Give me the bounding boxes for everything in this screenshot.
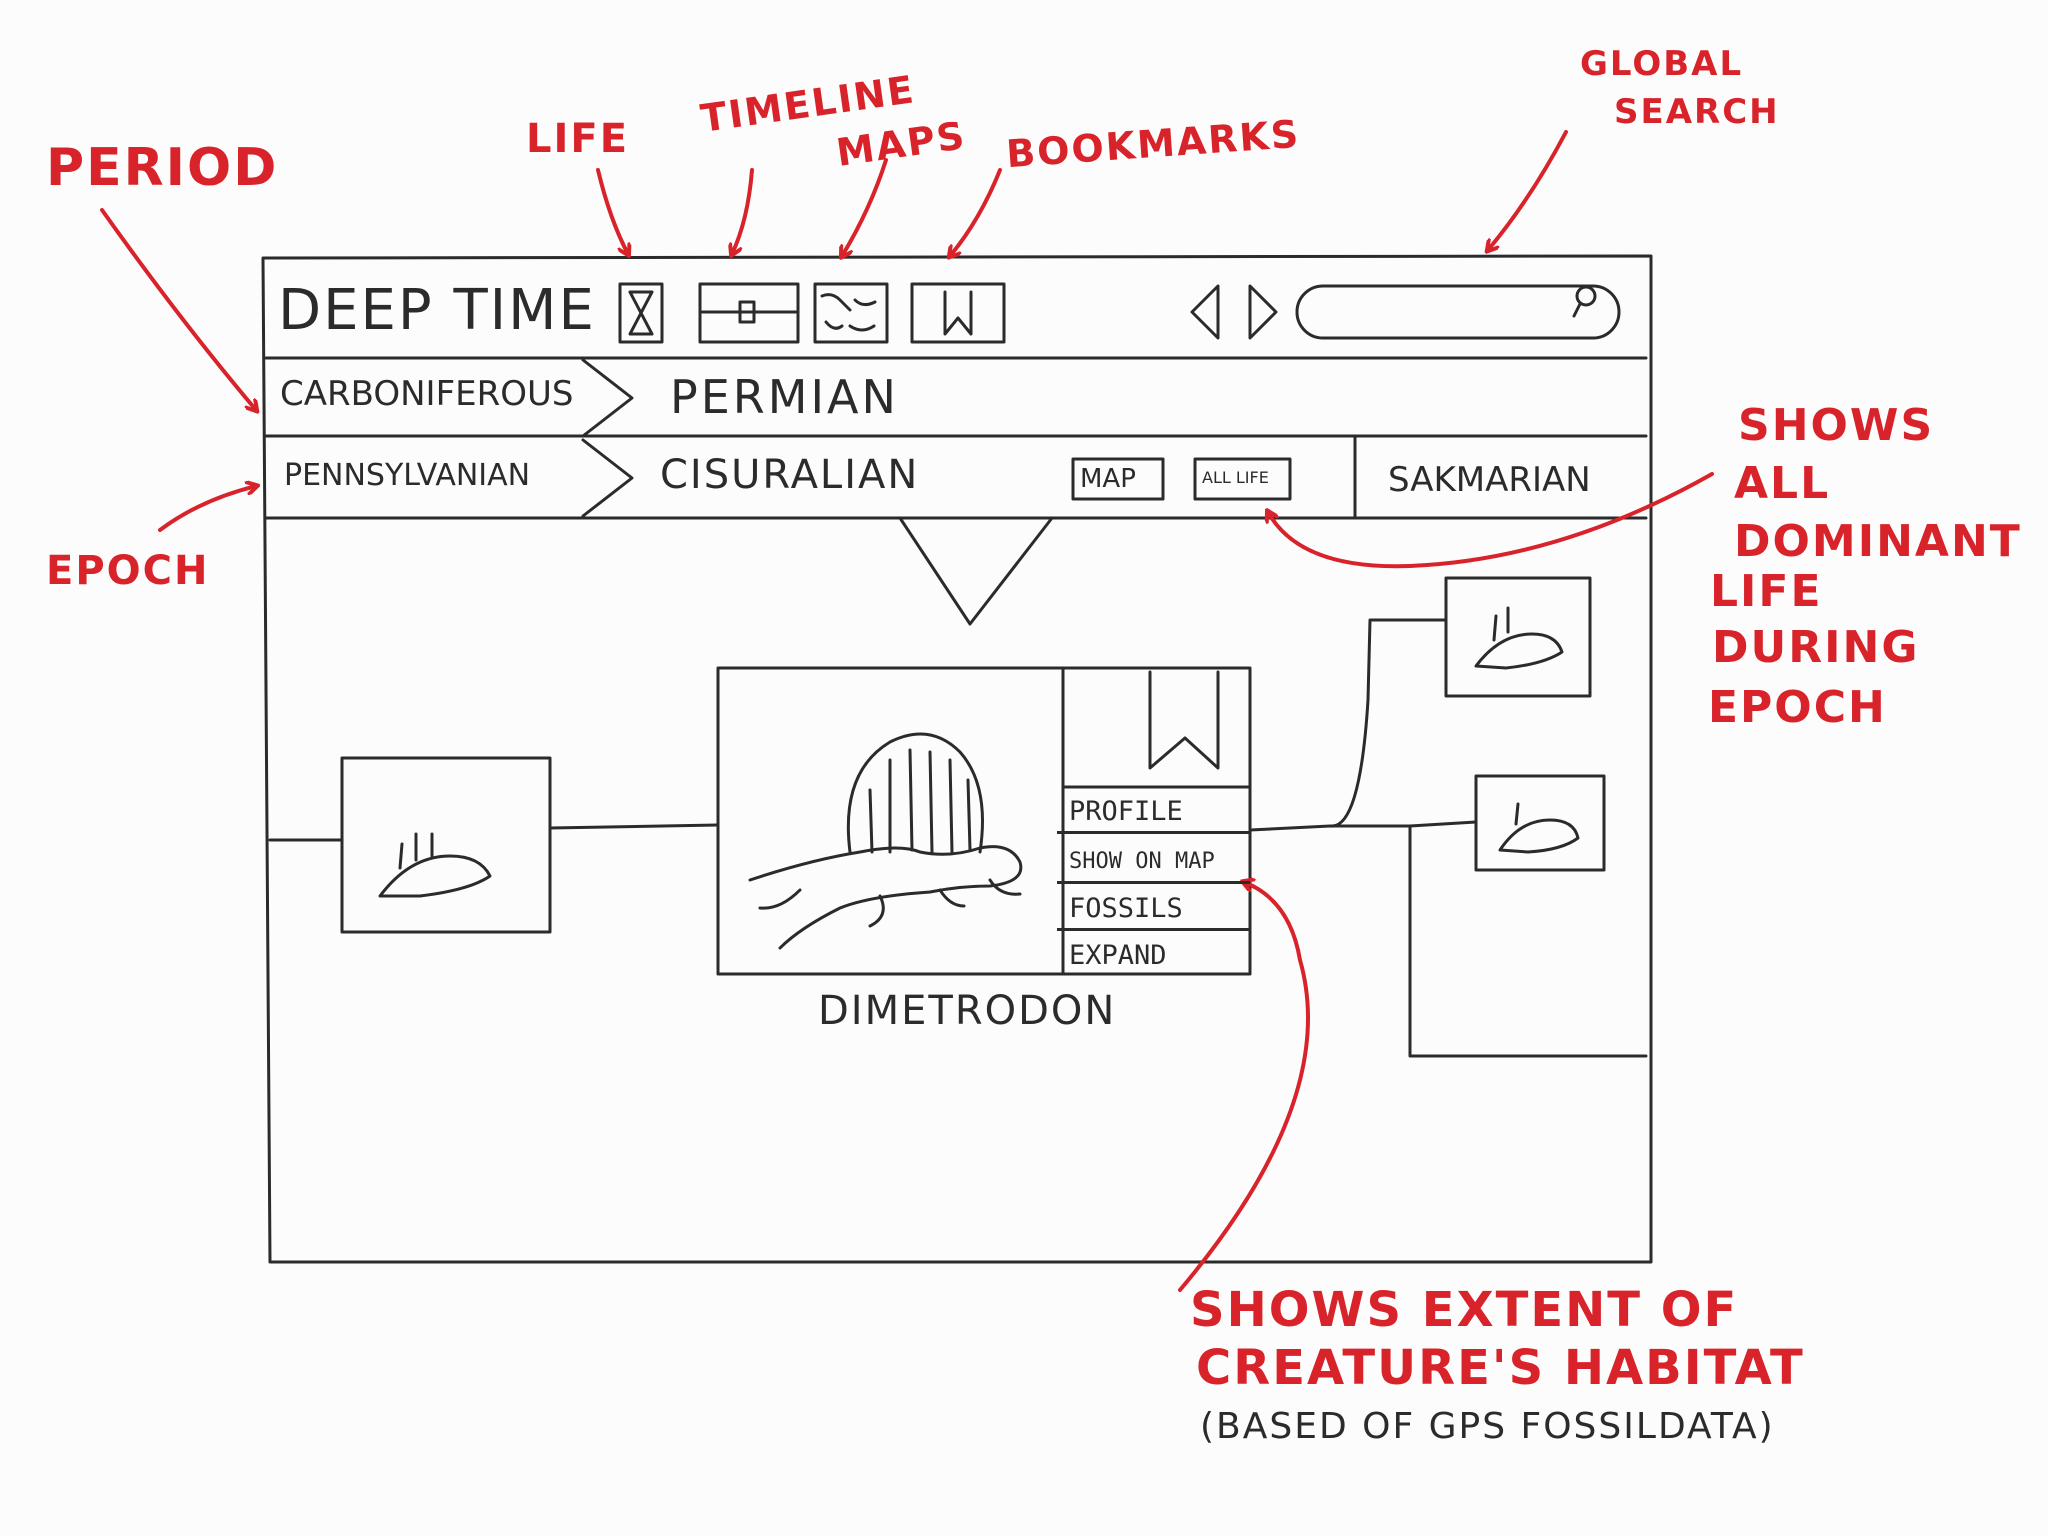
next-arrow-icon xyxy=(1248,284,1278,340)
annotation-life: LIFE xyxy=(526,116,630,162)
all-life-button[interactable]: ALL LIFE xyxy=(1202,468,1269,487)
prev-arrow-icon xyxy=(1190,284,1220,340)
annotation-all-life-2: ALL xyxy=(1734,458,1831,509)
next-creature-card-1 xyxy=(1444,576,1592,698)
maps-icon xyxy=(813,282,889,344)
creature-card xyxy=(716,666,1252,976)
annotation-all-life-4: LIFE xyxy=(1710,566,1823,617)
annotation-all-life-5: DURING xyxy=(1712,622,1920,673)
creature-name: DIMETRODON xyxy=(818,988,1117,1034)
prev-creature-card xyxy=(340,756,552,934)
annotation-all-life-3: DOMINANT xyxy=(1734,516,2022,567)
bookmark-icon xyxy=(910,282,1006,344)
fossils-menu-item[interactable]: FOSSILS xyxy=(1057,887,1250,931)
app-title: DEEP TIME xyxy=(278,278,596,343)
profile-menu-item[interactable]: PROFILE xyxy=(1057,790,1250,834)
epoch-previous[interactable]: PENNSYLVANIAN xyxy=(284,458,531,493)
expand-menu-item[interactable]: EXPAND xyxy=(1069,940,1167,971)
next-stage[interactable]: SAKMARIAN xyxy=(1388,460,1591,500)
annotation-global-search-2: SEARCH xyxy=(1614,92,1780,132)
card-bookmark-icon xyxy=(1148,670,1220,770)
annotation-all-life-1: SHOWS xyxy=(1738,400,1935,451)
life-icon xyxy=(618,282,664,344)
annotation-epoch: EPOCH xyxy=(46,548,210,594)
period-previous[interactable]: CARBONIFEROUS xyxy=(280,374,574,414)
annotation-habitat-2: CREATURE'S HABITAT xyxy=(1196,1340,1805,1396)
map-button-frame xyxy=(1071,457,1165,501)
annotation-all-life-6: EPOCH xyxy=(1708,682,1887,733)
timeline-icon xyxy=(698,282,800,344)
annotation-habitat-1: SHOWS EXTENT OF xyxy=(1190,1282,1739,1338)
window-frame xyxy=(261,254,1653,1264)
annotation-habitat-3: (BASED OF GPS FOSSILDATA) xyxy=(1200,1406,1775,1447)
map-button[interactable]: MAP xyxy=(1080,464,1136,494)
show-on-map-menu-item[interactable]: SHOW ON MAP xyxy=(1057,840,1250,884)
annotation-global-search-1: GLOBAL xyxy=(1580,44,1744,84)
next-creature-card-2 xyxy=(1474,774,1606,872)
search-input xyxy=(1295,284,1621,340)
all-life-button-frame xyxy=(1193,457,1292,501)
epoch-current[interactable]: CISURALIAN xyxy=(660,452,920,498)
period-current[interactable]: PERMIAN xyxy=(670,370,899,424)
annotation-period: PERIOD xyxy=(46,138,279,198)
dimetrodon-illustration xyxy=(748,732,1023,950)
